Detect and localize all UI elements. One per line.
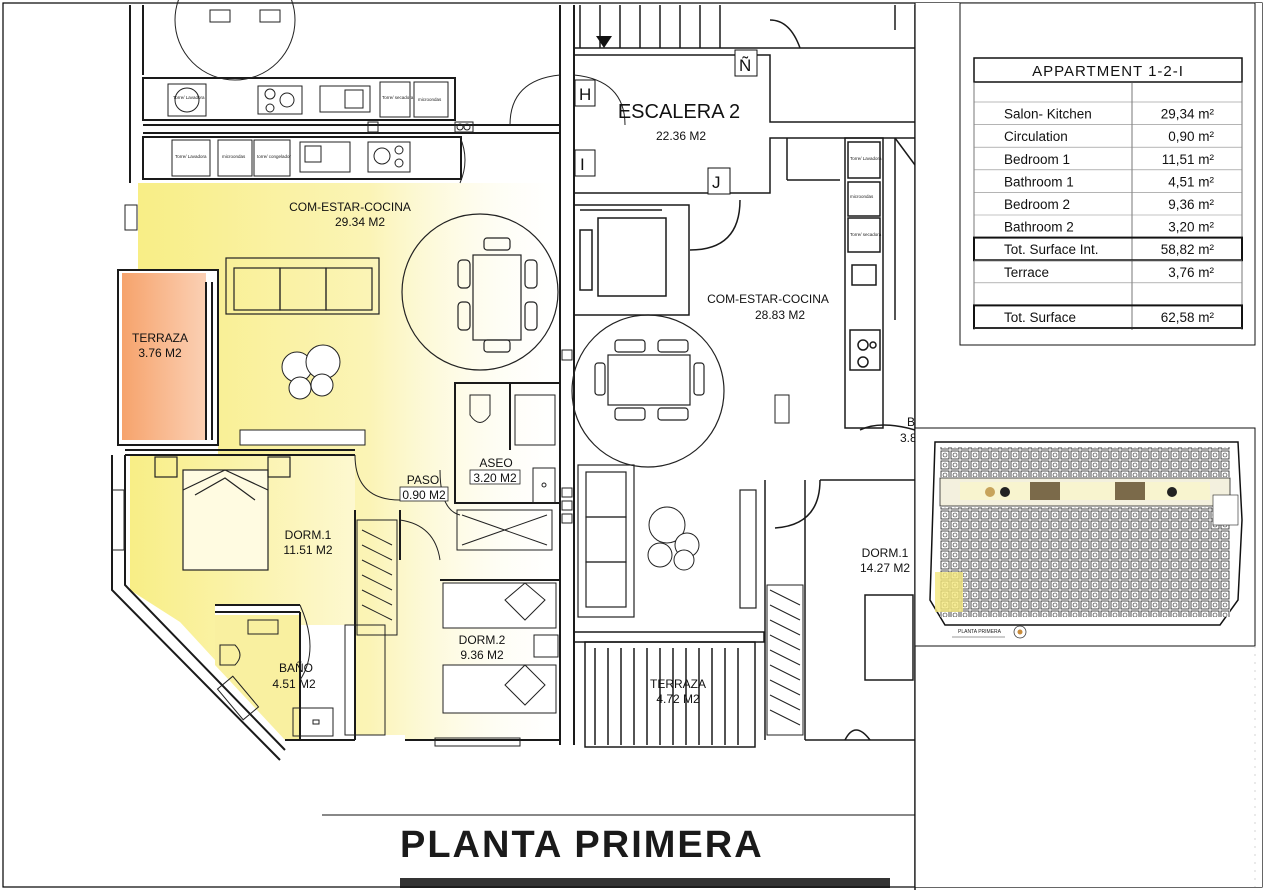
table-row-value: 3,20 m² bbox=[1168, 220, 1214, 235]
keyplan: PLANTA PRIMERA bbox=[929, 441, 1243, 639]
table-row: Bedroom 2 9,36 m² bbox=[974, 197, 1242, 216]
label-salon-name: COM-ESTAR-COCINA bbox=[289, 200, 411, 214]
appliance-microondas: microondas bbox=[418, 97, 442, 102]
appliance-secadora-right: Torre/ secadora bbox=[850, 232, 882, 237]
label-dorm2-area: 9.36 M2 bbox=[460, 648, 504, 662]
label-dorm1b-name: DORM.1 bbox=[862, 546, 909, 560]
dining-left bbox=[401, 213, 559, 371]
door-letter-box-j bbox=[707, 167, 731, 195]
table-row-label: Bathroom 2 bbox=[1004, 220, 1074, 235]
electric-panel bbox=[561, 349, 573, 524]
label-escalera-area: 22.36 M2 bbox=[656, 129, 706, 143]
appliance-lavadora-2: Torre/ Lavadora bbox=[175, 154, 207, 159]
table-row-value: 4,51 m² bbox=[1168, 174, 1214, 189]
table-row-value: 58,82 m² bbox=[1161, 242, 1215, 257]
table-row: Tot. Surface 62,58 m² bbox=[973, 304, 1243, 329]
sofa-right bbox=[577, 464, 757, 618]
beds-dorm2 bbox=[442, 582, 559, 714]
keyplan-caption: PLANTA PRIMERA bbox=[958, 629, 1002, 635]
table-row-label: Tot. Surface Int. bbox=[1004, 242, 1099, 257]
table-row-value: 62,58 m² bbox=[1161, 310, 1215, 325]
table-row: Tot. Surface Int. 58,82 m² bbox=[973, 236, 1243, 262]
cropped-subtitle bbox=[400, 878, 890, 888]
table-row: Bedroom 1 11,51 m² bbox=[974, 152, 1242, 171]
windows-left bbox=[111, 204, 521, 747]
door-letter-i: I bbox=[580, 155, 585, 174]
label-paso-name: PASO bbox=[407, 473, 439, 487]
table-row-label: Bathroom 1 bbox=[1004, 174, 1074, 189]
table-row: Circulation 0,90 m² bbox=[974, 129, 1242, 148]
dining-right bbox=[571, 314, 725, 468]
room-labels: COM-ESTAR-COCINA 29.34 M2 TERRAZA 3.76 M… bbox=[132, 101, 917, 706]
table-row-value: 29,34 m² bbox=[1161, 107, 1215, 122]
label-salon-area: 29.34 M2 bbox=[335, 215, 385, 229]
label-terraza2-name: TERRAZA bbox=[650, 677, 706, 691]
label-dorm1-name: DORM.1 bbox=[285, 528, 332, 542]
bed-dorm1 bbox=[154, 456, 291, 571]
table-row-label: Bedroom 1 bbox=[1004, 152, 1070, 167]
label-partial-b: B bbox=[907, 415, 915, 429]
stair-arrow bbox=[596, 36, 612, 48]
door-letter-j: J bbox=[712, 173, 721, 192]
coffee-table-left bbox=[281, 344, 341, 400]
table-row-value: 11,51 m² bbox=[1162, 152, 1215, 167]
appliance-lavadora-right: Torre/ Lavadora bbox=[850, 156, 882, 161]
terraza-fill bbox=[122, 273, 206, 440]
label-dorm1-area: 11.51 M2 bbox=[283, 543, 332, 557]
door-letter-box-i bbox=[574, 149, 596, 177]
table-row: Salon- Kitchen 29,34 m² bbox=[974, 107, 1242, 125]
wardrobe-right bbox=[766, 584, 804, 736]
wardrobe-dorm1 bbox=[356, 519, 398, 636]
appliance-microondas-2: microondas bbox=[222, 154, 246, 159]
aseo-fixtures bbox=[456, 394, 556, 551]
label-bano-area: 4.51 M2 bbox=[272, 677, 316, 691]
table-row-value: 9,36 m² bbox=[1168, 197, 1214, 212]
walls-right bbox=[573, 137, 916, 748]
label-terraza2-area: 4.72 M2 bbox=[656, 692, 700, 706]
table-row-label: Bedroom 2 bbox=[1004, 197, 1070, 212]
label-aseo-name: ASEO bbox=[479, 456, 512, 470]
label-dorm2-name: DORM.2 bbox=[459, 633, 506, 647]
table-row-value: 3,76 m² bbox=[1168, 265, 1214, 280]
label-terraza-name: TERRAZA bbox=[132, 331, 188, 345]
label-dorm1b-area: 14.27 M2 bbox=[860, 561, 910, 575]
appliance-secadora: Torre/ secadora bbox=[382, 95, 414, 100]
sofa-left bbox=[225, 257, 380, 315]
appliance-microondas-right: microondas bbox=[850, 194, 874, 199]
label-aseo-area: 3.20 M2 bbox=[473, 471, 517, 485]
table-row-label: Tot. Surface bbox=[1004, 310, 1076, 325]
label-partial-area: 3.8 bbox=[900, 431, 917, 445]
door-letter-box-n bbox=[734, 49, 758, 77]
table-row-label: Salon- Kitchen bbox=[1004, 107, 1092, 122]
top-circle bbox=[174, 0, 296, 81]
table-row: Bathroom 1 4,51 m² bbox=[974, 174, 1242, 193]
bano-fixtures bbox=[216, 619, 386, 737]
area-table: APPARTMENT 1-2-I Salon- Kitchen 29,34 m² C… bbox=[973, 57, 1243, 330]
label-terraza-area: 3.76 M2 bbox=[138, 346, 182, 360]
label-bano-name: BAÑO bbox=[279, 661, 313, 675]
door-letter-box-h bbox=[574, 79, 596, 107]
coffee-table-right bbox=[647, 506, 700, 571]
plan-title: PLANTA PRIMERA bbox=[400, 824, 764, 866]
table-row-value: 0,90 m² bbox=[1168, 129, 1214, 144]
table-title: APPARTMENT 1-2-I bbox=[1032, 63, 1184, 80]
kitchen-bottom bbox=[171, 121, 474, 184]
table-row-label: Circulation bbox=[1004, 129, 1068, 144]
label-escalera-name: ESCALERA 2 bbox=[618, 101, 740, 123]
door-letter-h: H bbox=[579, 85, 591, 104]
table-row: Terrace 3,76 m² bbox=[974, 265, 1242, 284]
label-salon2-name: COM-ESTAR-COCINA bbox=[707, 292, 829, 306]
column-right bbox=[774, 394, 790, 424]
kitchen-top bbox=[167, 78, 456, 120]
doors-left bbox=[299, 74, 626, 681]
appliance-lavadora: Torre/ Lavadora bbox=[173, 95, 205, 100]
table-frame bbox=[959, 2, 1256, 346]
label-salon2-area: 28.83 M2 bbox=[755, 308, 805, 322]
appliance-congelador: torre/ congelador bbox=[257, 154, 292, 159]
table-row-label: Terrace bbox=[1004, 265, 1049, 280]
label-paso-area: 0.90 M2 bbox=[402, 488, 446, 502]
tv-unit-left bbox=[239, 429, 366, 446]
door-letter-n: Ñ bbox=[739, 56, 751, 75]
